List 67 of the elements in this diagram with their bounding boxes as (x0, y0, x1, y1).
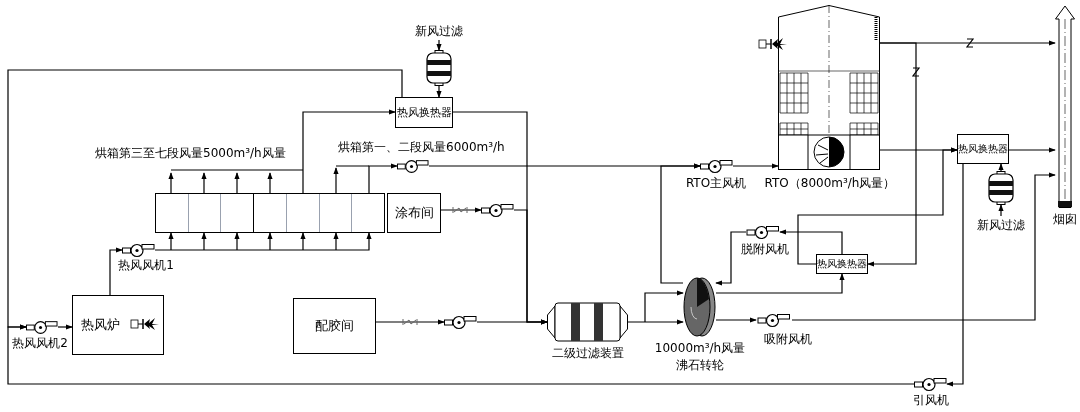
flow-line (627, 290, 684, 325)
fan-symbol (397, 159, 429, 173)
flow-line (732, 163, 779, 169)
fan-symbol (700, 159, 733, 173)
equipment-label: RTO（8000m³/h风量） (764, 176, 896, 191)
fan-symbol (746, 225, 780, 239)
flow-line (946, 163, 964, 387)
flow-line (375, 319, 445, 325)
flow-line (879, 147, 958, 153)
equipment-label: 沸石转轮 (676, 358, 724, 373)
fan-symbol (26, 320, 58, 334)
flow-line (1008, 147, 1056, 153)
room-box (387, 193, 441, 233)
airflow-label: 烘箱第一、二段风量6000m³/h (338, 140, 505, 155)
flow-line (715, 273, 845, 294)
flow-line (715, 317, 757, 323)
equipment-label: 新风过滤 (977, 218, 1025, 233)
flow-line (998, 204, 1004, 217)
flow-line (109, 247, 123, 296)
flow-line (779, 229, 843, 255)
equipment-label: 热风风机2 (12, 336, 68, 351)
fan-symbol (914, 377, 947, 391)
flow-line (440, 207, 482, 213)
heat-exchanger-box (395, 97, 453, 128)
equipment-label: 10000m³/h风量 (654, 341, 746, 356)
room-box (293, 298, 376, 354)
box-label: 配胶间 (315, 317, 354, 335)
furnace-box (72, 295, 164, 355)
flow-line (436, 85, 442, 98)
flow-line (791, 172, 1056, 321)
flow-line (154, 232, 372, 251)
equipment-label: 二级过滤装置 (552, 346, 624, 361)
box-label: 热风换热器 (958, 142, 1008, 156)
box-label: 热风炉 (80, 316, 120, 334)
equipment-label: 热风风机1 (118, 258, 174, 273)
oven-drawing (155, 193, 385, 233)
heat-exchanger-box (957, 134, 1009, 164)
fan-symbol (481, 203, 514, 217)
fan-symbol (122, 243, 155, 257)
box-label: 热风换热器 (817, 257, 867, 271)
tower-drawing (778, 5, 880, 170)
filter-drawing (426, 50, 452, 86)
flow-line (715, 231, 747, 286)
box-label: 热风换热器 (396, 105, 452, 120)
chimney-drawing (1055, 5, 1075, 208)
flow-line (660, 163, 701, 284)
fan-symbol (756, 313, 792, 327)
flow-line (168, 109, 396, 194)
fan-symbol (444, 315, 477, 329)
equipment-label: 吸附风机 (764, 332, 812, 347)
flow-line (333, 163, 398, 194)
flow-line (998, 163, 1004, 172)
equipment-label: 引风机 (913, 393, 949, 408)
flow-line (476, 319, 548, 325)
flow-line (867, 42, 917, 267)
box-label: 涂布间 (394, 204, 434, 222)
filter-drawing (547, 302, 628, 342)
flow-line (57, 324, 73, 330)
rotor-wheel-drawing (683, 277, 716, 337)
filter-drawing (988, 171, 1014, 205)
flow-line (7, 324, 915, 385)
flow-line (436, 39, 442, 51)
equipment-label: 新风过滤 (415, 24, 463, 39)
equipment-label: RTO主风机 (685, 176, 747, 191)
equipment-label: 脱附风机 (741, 242, 789, 257)
airflow-label: 烘箱第三至七段风量5000m³/h风量 (95, 146, 286, 161)
equipment-label: 烟囱 (1053, 212, 1077, 227)
